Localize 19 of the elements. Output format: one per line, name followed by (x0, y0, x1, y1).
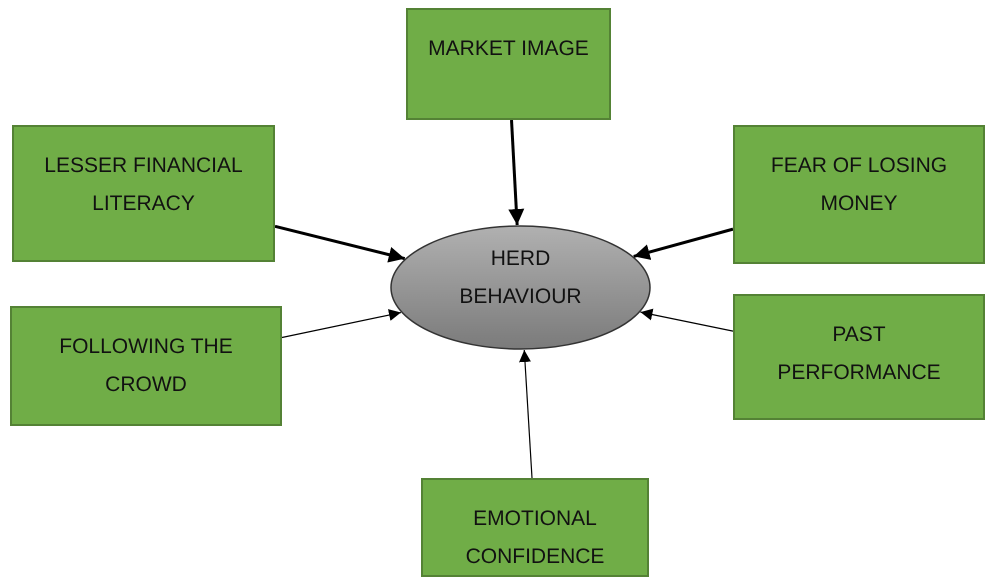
arrow (508, 120, 524, 226)
node-label: LESSER FINANCIAL LITERACY (43, 153, 244, 217)
factor-box (421, 478, 649, 577)
arrow (640, 308, 734, 332)
node-label: FEAR OF LOSING MONEY (770, 153, 948, 217)
factor-box (10, 306, 282, 426)
node-label: FOLLOWING THE CROWD (58, 334, 234, 398)
factor-box (733, 294, 985, 420)
node-label: EMOTIONAL CONFIDENCE (464, 506, 606, 570)
arrow (274, 224, 406, 263)
node-label: PAST PERFORMANCE (776, 322, 942, 386)
arrow (282, 309, 402, 338)
arrow (519, 350, 533, 478)
node-label: HERD BEHAVIOUR (458, 246, 583, 310)
arrow (633, 228, 734, 260)
node-label: MARKET IMAGE (428, 36, 589, 62)
factor-box (733, 125, 985, 264)
factor-box (406, 8, 611, 120)
factor-box (12, 125, 275, 262)
